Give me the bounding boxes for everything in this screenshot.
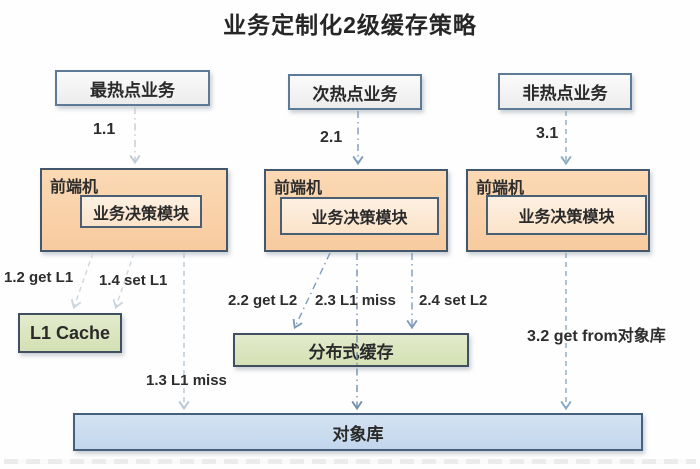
edge-label-1-3-l1-miss: 1.3 L1 miss [146,372,227,389]
bottom-compression-artifact [4,459,696,464]
frontend-box-3-label: 前端机 [476,180,525,197]
frontend-box-1: 前端机 业务决策模块 [40,168,228,252]
node-hottest-business: 最热点业务 [55,70,210,106]
decision-module-1-label: 业务决策模块 [92,205,189,223]
node-cold-business-label: 非热点业务 [522,84,608,103]
edge-label-3-1: 3.1 [536,125,559,142]
frontend-box-2-label: 前端机 [274,180,323,197]
object-store-label: 对象库 [332,424,384,444]
node-hottest-business-label: 最热点业务 [90,80,175,100]
frontend-box-3: 前端机 业务决策模块 [466,169,650,252]
l1-cache-node: L1 Cache [18,313,122,353]
edge-label-2-4-set-l2: 2.4 set L2 [419,292,488,309]
decision-module-1: 业务决策模块 [80,195,202,228]
arrow-1-2-get-l1 [70,252,94,310]
frontend-box-2: 前端机 业务决策模块 [264,169,448,252]
node-warm-business: 次热点业务 [288,74,422,110]
l1-cache-label: L1 Cache [29,322,111,343]
node-warm-business-label: 次热点业务 [312,84,398,104]
edge-label-3-2-get-store: 3.2 get from对象库 [527,328,666,345]
edge-label-2-3-l1-miss: 2.3 L1 miss [315,292,396,309]
object-store-node: 对象库 [73,413,643,451]
node-cold-business: 非热点业务 [498,73,632,110]
distributed-cache-label: 分布式缓存 [308,342,394,362]
edge-label-1-1: 1.1 [93,121,116,138]
distributed-cache-node: 分布式缓存 [233,333,469,367]
decision-module-2: 业务决策模块 [280,197,439,235]
frontend-box-1-label: 前端机 [50,179,99,196]
edge-label-2-1: 2.1 [320,129,343,146]
diagram-title: 业务定制化2级缓存策略 [223,12,477,38]
decision-module-2-label: 业务决策模块 [311,210,408,227]
edge-label-2-2-get-l2: 2.2 get L2 [228,292,298,309]
edge-label-1-2-get-l1: 1.2 get L1 [4,269,74,286]
edge-label-1-4-set-l1: 1.4 set L1 [99,272,168,289]
arrow-2-2-get-l2 [292,252,331,330]
decision-module-3-label: 业务决策模块 [518,209,615,226]
decision-module-3: 业务决策模块 [486,195,647,235]
